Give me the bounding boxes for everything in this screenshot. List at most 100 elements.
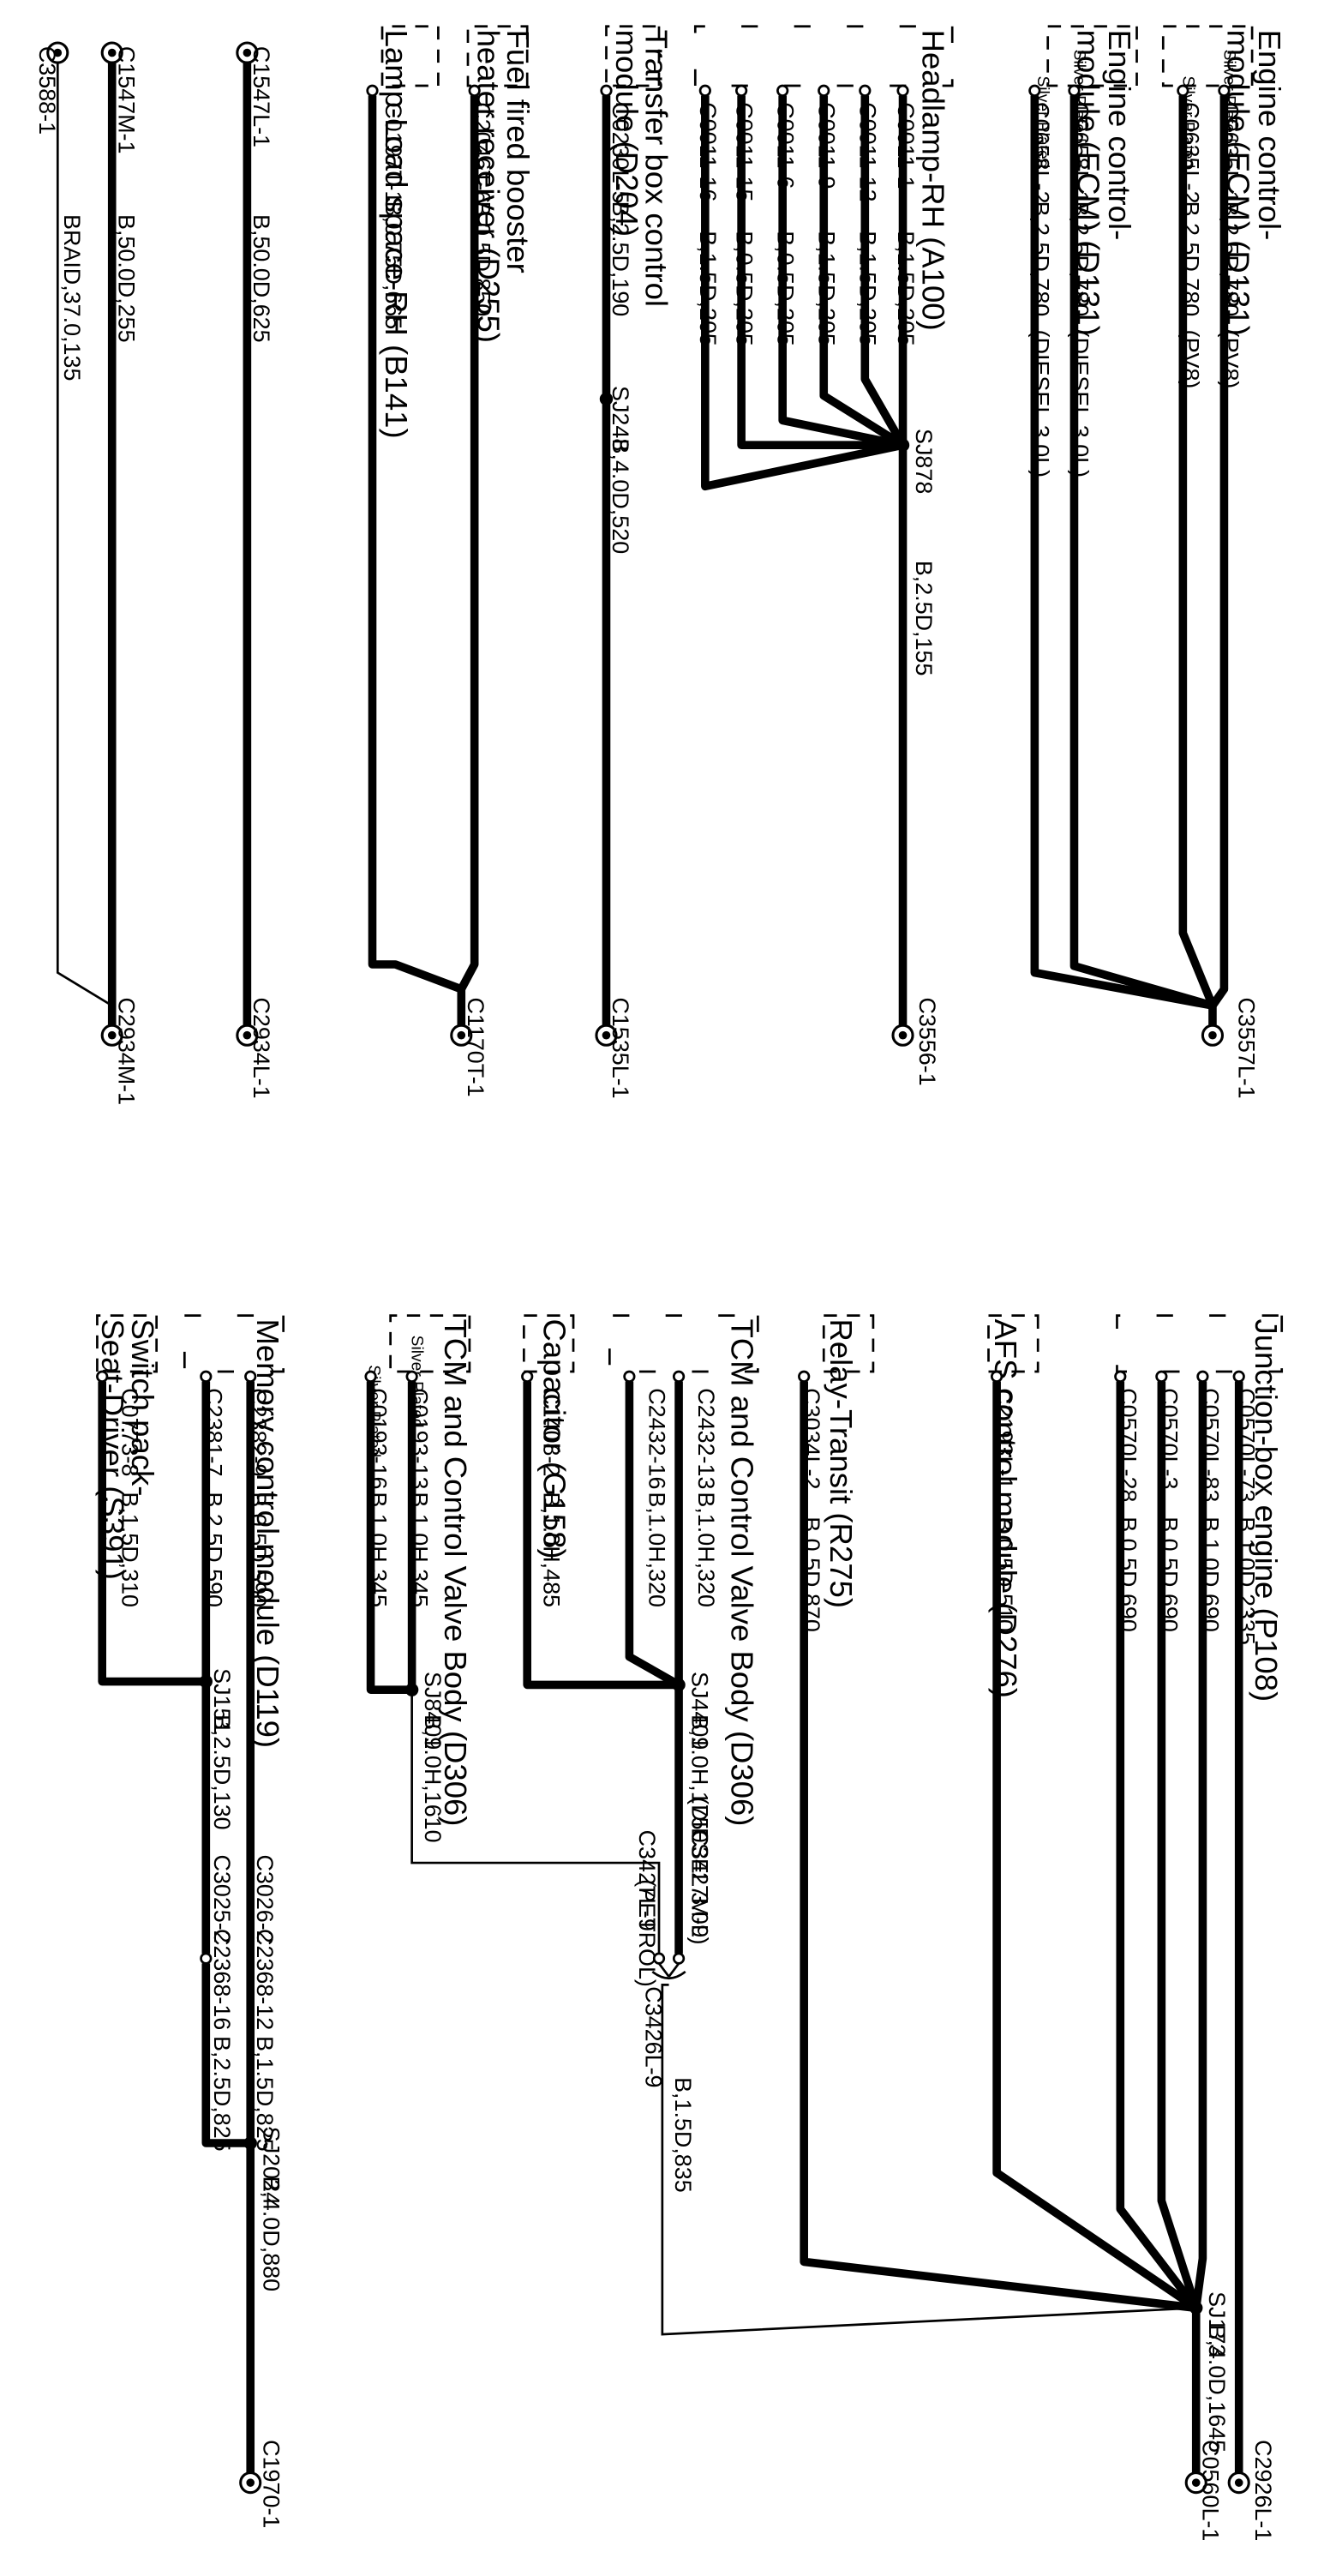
pin-c0635l-2: [1177, 84, 1189, 97]
wire-label-13: B,4.0D,520: [608, 439, 633, 555]
pin-label-c3427m-9: C3427M-9: [686, 1830, 712, 1938]
wire-label-27: B,1.0H,320: [644, 1492, 669, 1607]
memory-module-group: Memory control module (D119) C2382-9 C23…: [183, 1314, 285, 2473]
pin-label-c1408-2: C1408-2: [538, 1388, 564, 1476]
ground-point-c2934l-1-core: [243, 1030, 252, 1040]
pin-label-c3427l-9: C3427L-9: [634, 1830, 660, 1931]
wire-c1408-2: [523, 1381, 680, 1690]
ffb-housing: [466, 25, 529, 87]
ground-label-c2926l-1: C2926L-1: [1250, 2440, 1276, 2541]
ground-label-c1535l-1: C1535L-1: [608, 997, 633, 1098]
variant-note-petrol: (PETROL): [634, 1879, 660, 1987]
pin-c0635l-1: [1218, 84, 1231, 97]
wire-label-37: B,2.5D,130: [209, 1714, 235, 1830]
battery-cable-group: C1547L-1 B,50.0D,625 C2934L-1: [236, 41, 274, 1099]
wire-label-26: B,1.0H,320: [693, 1492, 719, 1607]
seat-ground-group: C3026-2 C3025-2 C2368-12 C2368-16 SJ2024…: [200, 1854, 285, 2528]
transfer-box-housing: [605, 25, 661, 87]
wire-c0570l-28: [1116, 1381, 1200, 2311]
wire-c2368-16: [201, 1963, 251, 2147]
pin-label-c0197t-1: C0197T-1: [380, 102, 406, 203]
capacitor-name: Capacitor (G158): [536, 1318, 572, 1558]
transfer-box-group: Transfer box control module (D204) C0230…: [595, 25, 674, 1099]
pin-c0570l-73: [1232, 1370, 1245, 1383]
ground-label-c1970-1: C1970-1: [259, 2440, 285, 2528]
headlamp-housing: [693, 25, 954, 87]
transfer-box-name-1: Transfer box control: [639, 30, 674, 307]
wire-label-12: B,2.5D,190: [608, 201, 633, 317]
pin-c0197t-1: [366, 84, 379, 97]
wire-c3426l-9: [661, 1984, 1196, 2336]
splice-sj2024: [243, 2136, 257, 2150]
afs-group: AFS control module (D276) C2193L-1 B,0.5…: [987, 1314, 1199, 2312]
afs-housing: [987, 1314, 1039, 1373]
wire-label-33: B,1.5D,835: [670, 2077, 696, 2193]
pin-c2432-16: [623, 1370, 636, 1383]
switch-pack-housing: [96, 1314, 158, 1373]
ecm-diesel-name-1: Engine control-: [1102, 30, 1137, 241]
pin-c0230l-5: [600, 84, 613, 97]
transfer-box-name-2: module (D204): [609, 30, 644, 237]
wire-c0570l-83: [1191, 1381, 1207, 2309]
wire-label-18: BRAID,37.0,135: [59, 214, 85, 381]
pin-c0658l-1: [1068, 84, 1081, 97]
ground-label-c1170t-1: C1170T-1: [463, 997, 488, 1096]
connector-shell-c3426l-9: [651, 1970, 686, 1980]
ground-point-c1547m-1-core: [107, 48, 117, 57]
ground-point-c1547l-1-core: [243, 48, 252, 57]
ground-label-c3588-1: C3588-1: [34, 46, 60, 135]
pin-label-c3026-2: C3026-2: [252, 1854, 278, 1943]
pin-c2381-7: [200, 1370, 213, 1383]
tcm-diesel-name: TCM and Control Valve Body (D306): [725, 1318, 760, 1826]
pin-c0011-12: [859, 84, 872, 97]
pin-c0193-13: [405, 1370, 418, 1383]
splice-label-sj8409: SJ8409: [420, 1672, 446, 1750]
capacitor-group: Capacitor (G158) C1408-2 B,1.0H,485: [521, 1314, 680, 1690]
wire-label-16: B,50.0D,625: [249, 214, 274, 343]
wire-label-38: B,1.5D,825: [252, 2036, 278, 2152]
pin-label-c2432-16: C2432-16: [644, 1388, 669, 1489]
wire-c2193l-1: [992, 1381, 1199, 2312]
pin-c0773-8: [96, 1370, 109, 1383]
wire-label-29: B,1.0H,485: [538, 1492, 564, 1607]
wire-c2046t-6: [458, 95, 479, 992]
ground-point-c1970-1-core: [246, 2478, 255, 2487]
pin-c2046t-6: [468, 84, 481, 97]
wire-c2432-16: [625, 1381, 681, 1689]
splice-sj248: [599, 392, 614, 406]
pin-label-c2432-13: C2432-13: [693, 1388, 719, 1489]
ecm-diesel-group: Engine control- module (ECM) (D131) Silv…: [1027, 25, 1138, 477]
splice-sj151: [199, 1674, 213, 1689]
tcm-diesel-group: TCM and Control Valve Body (D306) C2432-…: [608, 1314, 760, 1954]
ground-point-c0560l-1-core: [1191, 2478, 1201, 2487]
wire-c0011-9: [819, 95, 906, 449]
connector-link-l: [657, 1962, 670, 1978]
ground-point-c3556-1-core: [898, 1030, 908, 1040]
wire-c0193-16: [366, 1381, 412, 1694]
splice-label-sj173: SJ173: [1204, 2291, 1230, 2357]
headlamp-name: Headlamp-RH (A100): [916, 30, 951, 331]
ground-label-c0560l-1: C0560L-1: [1197, 2440, 1223, 2541]
ecm-diesel-housing: [1046, 25, 1138, 87]
braid-c3588-1: [56, 63, 113, 1007]
relay-group: Relay-Transit (R275) C3034L-2 B,0.5D,870: [798, 1314, 1197, 2313]
ffb-lamp-group: Fuel fired booster heater receiver (D255…: [366, 25, 536, 1097]
wire-c0570l-3: [1157, 1381, 1201, 2309]
lamp-name: Lamp-Load space-RH (B141): [379, 30, 414, 439]
pin-c2193l-1: [990, 1370, 1003, 1383]
tcm-petrol-group: TCM and Control Valve Body (D306) Silver…: [364, 1314, 661, 1987]
memory-module-name: Memory control module (D119): [250, 1318, 285, 1748]
pin-c3427l-9: [652, 1952, 666, 1965]
pin-c0011-9: [818, 84, 830, 97]
wire-label-23: B,4.0D,1645: [1204, 2325, 1230, 2453]
ecm-ground-wires: C3557L-1: [1030, 95, 1260, 1099]
wire-c0197t-1: [368, 95, 463, 994]
pin-c0658l-2: [1028, 84, 1041, 97]
pin-label-c2368-12: C2368-12: [252, 1929, 278, 2030]
pin-label-c0230l-5: C0230L-5: [608, 102, 633, 203]
pin-c0011-6: [776, 84, 789, 97]
pin-c0570l-28: [1114, 1370, 1127, 1383]
pin-c0570l-3: [1155, 1370, 1168, 1383]
